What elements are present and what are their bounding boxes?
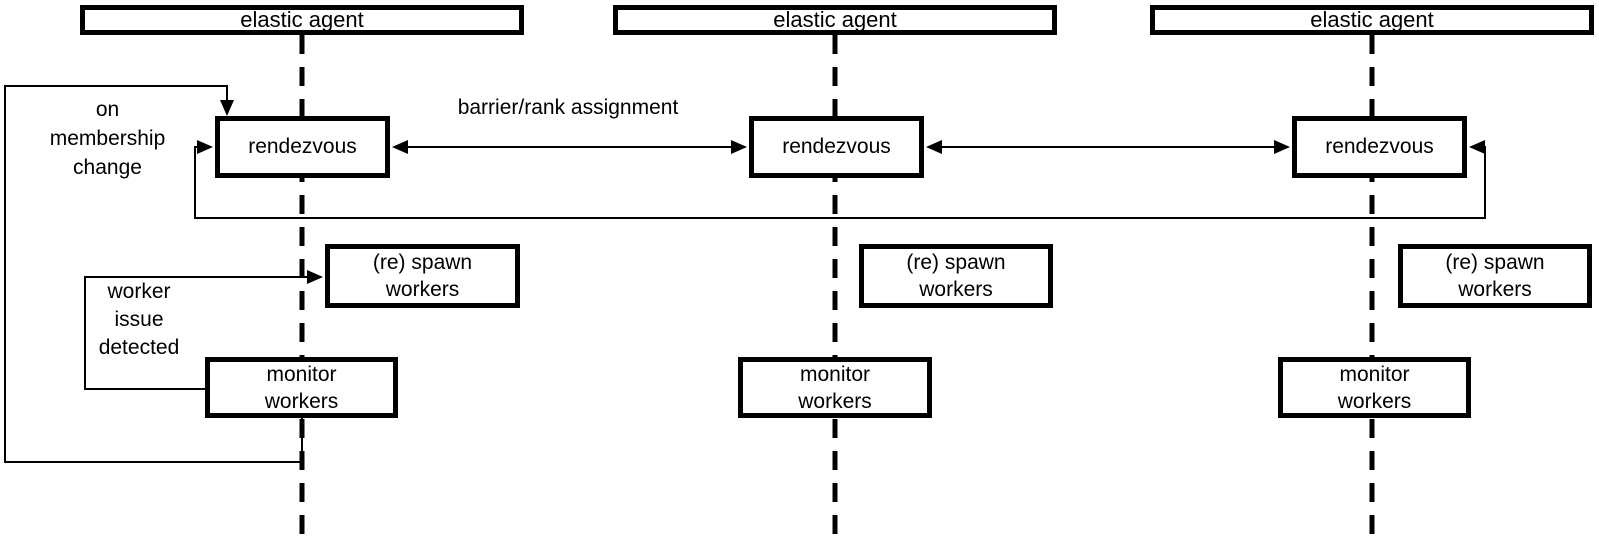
rendezvous-label-2: rendezvous: [782, 135, 891, 158]
rendezvous-label-3: rendezvous: [1325, 135, 1434, 158]
arrow-worker-issue-loop: [84, 276, 310, 390]
spawn-workers-box-1: (re) spawn workers: [325, 244, 520, 308]
arrowhead-into-rendezvous-1-right: [392, 140, 408, 154]
membership-change-line1: on: [95, 98, 120, 121]
monitor-workers-line1-1: monitor: [266, 362, 337, 386]
arrowhead-membership-into-rendezvous-1: [220, 100, 234, 116]
membership-change-label: on membership change: [15, 95, 200, 182]
worker-issue-line3: detected: [98, 336, 180, 359]
arrowhead-into-rendezvous-3-left: [1274, 140, 1290, 154]
spawn-workers-box-2: (re) spawn workers: [859, 244, 1053, 308]
spawn-workers-line2-1: workers: [385, 278, 460, 301]
arrowhead-return-into-rendezvous-3-right: [1469, 140, 1485, 154]
elastic-agent-title-3: elastic agent: [1310, 7, 1434, 32]
rendezvous-box-3: rendezvous: [1292, 116, 1467, 178]
spawn-workers-line1-3: (re) spawn: [1445, 251, 1545, 274]
arrowhead-worker-issue-into-spawn-1: [307, 270, 323, 284]
elastic-agent-box-2: elastic agent: [613, 5, 1057, 35]
monitor-workers-box-2: monitor workers: [738, 357, 932, 418]
monitor-workers-line2-2: workers: [798, 389, 872, 413]
worker-issue-line1: worker: [107, 280, 171, 303]
arrow-membership-loop: [4, 85, 303, 463]
monitor-workers-line2-1: workers: [264, 389, 339, 413]
spawn-workers-line2-3: workers: [1458, 278, 1532, 301]
elastic-agent-box-1: elastic agent: [80, 5, 524, 35]
membership-change-line2: membership: [49, 127, 166, 150]
spawn-workers-box-3: (re) spawn workers: [1398, 244, 1592, 308]
elastic-agent-title-2: elastic agent: [773, 7, 897, 32]
monitor-workers-box-1: monitor workers: [205, 357, 398, 418]
spawn-workers-line1-2: (re) spawn: [906, 251, 1006, 274]
worker-issue-label: worker issue detected: [64, 278, 214, 362]
monitor-workers-line2-3: workers: [1337, 389, 1412, 413]
arrowhead-return-into-rendezvous-1-left: [197, 140, 213, 154]
arrowhead-into-rendezvous-2-right: [926, 140, 942, 154]
barrier-rank-assignment-text: barrier/rank assignment: [457, 96, 679, 119]
barrier-rank-assignment-label: barrier/rank assignment: [430, 96, 706, 120]
elastic-agent-title-1: elastic agent: [240, 7, 364, 32]
worker-issue-line2: issue: [114, 308, 164, 331]
monitor-workers-line1-2: monitor: [799, 362, 871, 386]
monitor-workers-box-3: monitor workers: [1278, 357, 1471, 418]
arrowhead-into-rendezvous-2-left: [731, 140, 747, 154]
membership-change-line3: change: [73, 156, 142, 179]
spawn-workers-line2-2: workers: [919, 278, 993, 301]
rendezvous-box-2: rendezvous: [749, 116, 924, 178]
rendezvous-box-1: rendezvous: [215, 116, 390, 178]
elastic-agent-box-3: elastic agent: [1150, 5, 1594, 35]
rendezvous-label-1: rendezvous: [248, 135, 357, 158]
monitor-workers-line1-3: monitor: [1339, 362, 1410, 386]
spawn-workers-line1-1: (re) spawn: [372, 251, 473, 274]
